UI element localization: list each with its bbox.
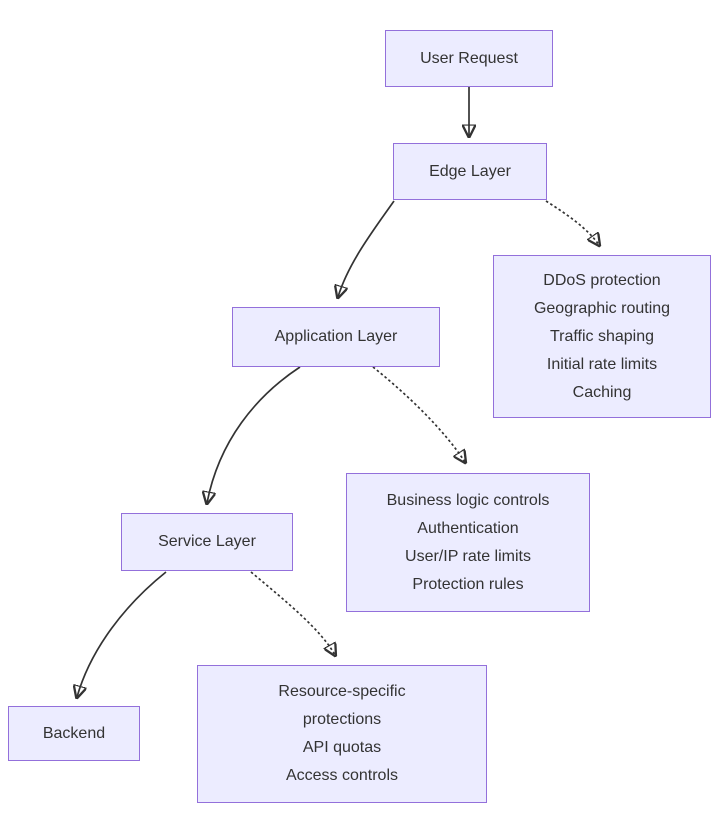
- node-label: Service Layer: [158, 533, 256, 550]
- node-user-request: User Request: [385, 30, 553, 87]
- node-line: Resource-specific: [278, 683, 406, 700]
- node-backend: Backend: [8, 706, 140, 761]
- node-edge-layer: Edge Layer: [393, 143, 547, 200]
- node-line: Authentication: [417, 519, 519, 537]
- edge-service-layer-to-backend: [77, 571, 167, 697]
- node-service-layer: Service Layer: [121, 513, 293, 571]
- node-line: Traffic shaping: [549, 327, 655, 345]
- node-label: Application Layer: [274, 328, 398, 345]
- node-line: Initial rate limits: [546, 355, 658, 373]
- node-line: protections: [302, 711, 382, 728]
- node-edge-functions: DDoS protection Geographic routing Traff…: [493, 255, 711, 418]
- node-line: DDoS protection: [543, 271, 661, 289]
- edge-edge-layer-to-application-layer: [338, 200, 395, 297]
- node-label: User Request: [420, 49, 518, 67]
- node-line: Caching: [572, 383, 632, 401]
- node-line: User/IP rate limits: [405, 547, 531, 565]
- edge-edge-layer-to-edge-functions: [545, 200, 599, 245]
- edge-application-layer-to-application-functions: [372, 366, 465, 462]
- node-line: Business logic controls: [386, 491, 550, 509]
- edge-application-layer-to-service-layer: [207, 366, 301, 503]
- node-label: Backend: [42, 724, 106, 742]
- node-line: Geographic routing: [533, 299, 671, 317]
- node-line: Protection rules: [412, 575, 524, 593]
- edge-service-layer-to-service-functions: [250, 571, 335, 655]
- node-application-layer: Application Layer: [232, 307, 440, 367]
- node-line: Access controls: [285, 767, 399, 784]
- node-service-functions: Resource-specific protections API quotas…: [197, 665, 487, 803]
- node-application-functions: Business logic controls Authentication U…: [346, 473, 590, 612]
- node-line: API quotas: [302, 739, 382, 756]
- node-label: Edge Layer: [429, 162, 511, 180]
